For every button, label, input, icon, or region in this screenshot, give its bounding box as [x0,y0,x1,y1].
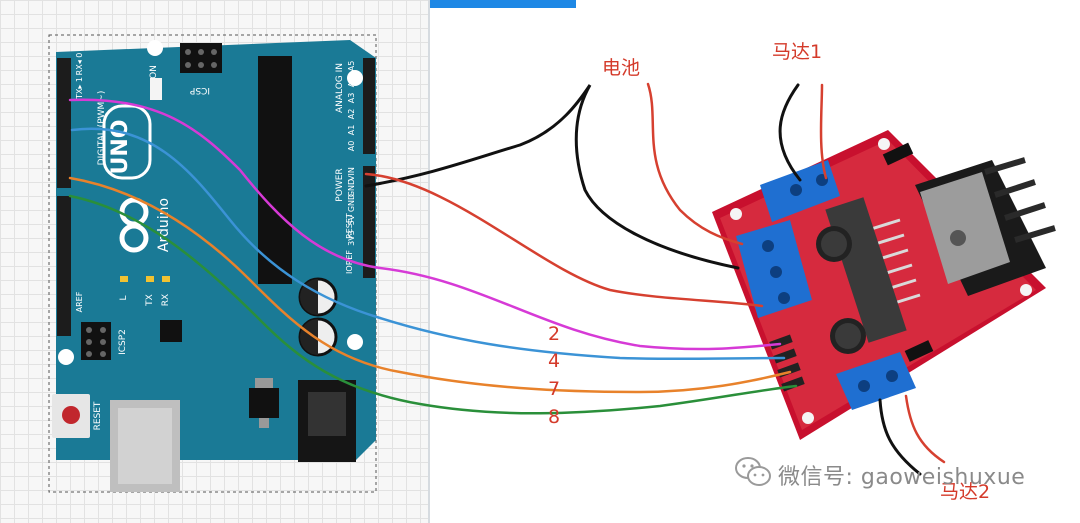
wire-pin7 [68,176,792,394]
motor-driver-module [712,130,1056,440]
icsp2-label: ICSP2 [118,329,128,355]
wire-battery-negative [364,84,740,270]
pin4-label: 4 [548,350,560,372]
selection-frame [48,34,377,493]
wire-battery-positive [646,82,744,246]
pin7-label: 7 [548,378,560,400]
reset-label: RESET [93,401,103,430]
icsp-label: ICSP [189,85,210,95]
5v-pin-label: 5V [347,214,356,225]
wire-pin4 [70,127,786,361]
watermark-text: 微信号: gaoweishuxue [778,465,1026,490]
a3-pin-label: A3 [347,93,356,104]
a5-pin-label: A5 [347,61,356,72]
wire-motor2-b [904,394,946,464]
battery-label: 电池 [602,57,640,79]
gnd2-pin-label: GND [347,194,356,212]
tx-pin-label: TX▸ 1 [75,77,84,100]
analog-header-label: ANALOG IN [335,63,345,113]
on-label: ON [149,65,159,79]
wire-pin2 [68,98,782,351]
led-l-label: L [119,295,129,300]
pin2-label: 2 [548,323,560,345]
motor2-terminal [836,352,916,410]
vin-pin-label: VIN [347,167,356,181]
a4-pin-label: A4 [347,77,356,88]
rx-pin-label: RX◂ 0 [75,53,84,76]
wire-motor2-a [878,398,922,476]
aref-label: AREF [75,291,84,312]
wire-pin8 [68,194,798,415]
a2-pin-label: A2 [347,109,356,120]
board-brand-text: Arduino [156,198,172,252]
gnd-pin-label: GND [347,179,356,197]
pin8-label: 8 [548,406,560,428]
panel-divider [428,0,430,523]
power-terminal [736,220,812,318]
wire-motor1-b [819,83,828,180]
wires [68,82,946,476]
wechat-icon [735,457,771,486]
active-tab-indicator [430,0,576,8]
power-header-label: POWER [335,168,345,201]
board-logo-text: UNO [108,120,133,175]
3v3-pin-label: 3V3 [347,230,356,246]
tx-label: TX [145,294,155,307]
rx-label: RX [161,294,171,306]
motor1-label: 马达1 [772,41,822,63]
a0-pin-label: A0 [347,141,356,152]
wire-motor1-a [778,83,802,182]
motor2-label: 马达2 [940,481,990,503]
reset-pin-label: RESET [345,213,354,239]
a1-pin-label: A1 [347,125,356,136]
wire-vin [364,172,764,308]
